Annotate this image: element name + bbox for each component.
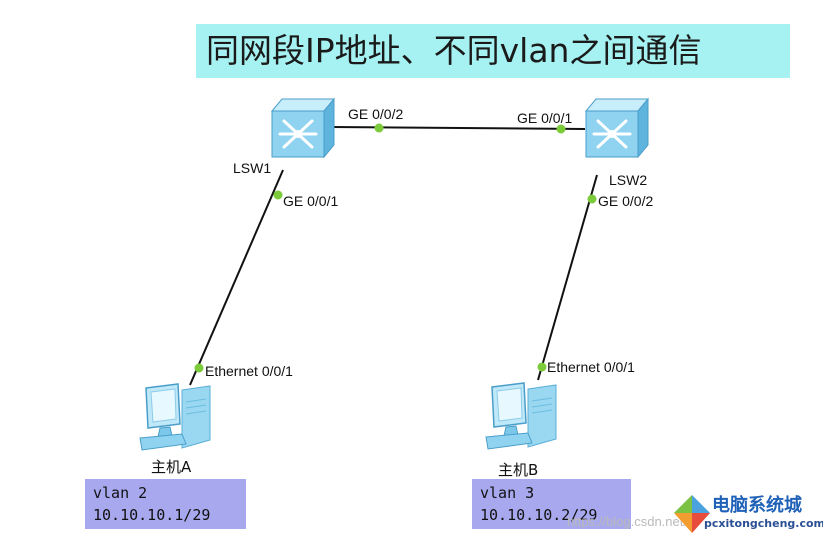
- host-a-ip: 10.10.10.1/29: [93, 506, 211, 524]
- host-b-name-label: 主机B: [498, 461, 539, 479]
- host-b-port-label: Ethernet 0/0/1: [547, 359, 635, 375]
- site-logo: 电脑系统城 pcxitongcheng.com: [672, 487, 823, 541]
- lsw2-name-label: LSW2: [609, 172, 648, 188]
- host-b-info-box: vlan 3 10.10.10.2/29: [472, 479, 631, 529]
- diagram-title: 同网段IP地址、不同vlan之间通信: [196, 24, 790, 78]
- lsw2-port-up-label: GE 0/0/1: [517, 110, 573, 126]
- link-lsw1-hosta: [189, 169, 284, 386]
- lsw2-port-down-label: GE 0/0/2: [598, 193, 654, 209]
- site-logo-subtitle: pcxitongcheng.com: [704, 517, 823, 530]
- port-dot-hostb-eth: [537, 362, 547, 372]
- site-logo-icon: [674, 495, 710, 533]
- host-a-port-label: Ethernet 0/0/1: [205, 363, 293, 379]
- host-a-info-box: vlan 2 10.10.10.1/29: [85, 479, 246, 529]
- url-watermark: https://blog.csdn.net/: [567, 514, 687, 529]
- host-a-pc-icon[interactable]: [138, 382, 218, 454]
- port-dot-lsw1-ge001: [273, 190, 283, 200]
- port-dot-lsw2-ge001: [556, 124, 566, 134]
- lsw1-port-up-label: GE 0/0/2: [348, 106, 404, 122]
- host-b-ip: 10.10.10.2/29: [480, 506, 598, 524]
- host-a-vlan: vlan 2: [93, 484, 148, 502]
- switch-lsw2-icon[interactable]: [582, 97, 650, 159]
- link-lsw1-lsw2: [329, 126, 586, 130]
- lsw1-port-down-label: GE 0/0/1: [283, 193, 339, 209]
- port-dot-lsw2-ge002: [587, 194, 597, 204]
- link-lsw2-hostb: [537, 174, 598, 381]
- site-logo-title: 电脑系统城: [712, 495, 802, 516]
- switch-lsw1-icon[interactable]: [268, 97, 336, 159]
- host-a-name-label: 主机A: [151, 458, 192, 476]
- port-dot-hosta-eth: [194, 363, 204, 373]
- port-dot-lsw1-ge002: [374, 123, 384, 133]
- host-b-pc-icon[interactable]: [484, 381, 564, 453]
- lsw1-name-label: LSW1: [233, 160, 272, 176]
- host-b-vlan: vlan 3: [480, 484, 535, 502]
